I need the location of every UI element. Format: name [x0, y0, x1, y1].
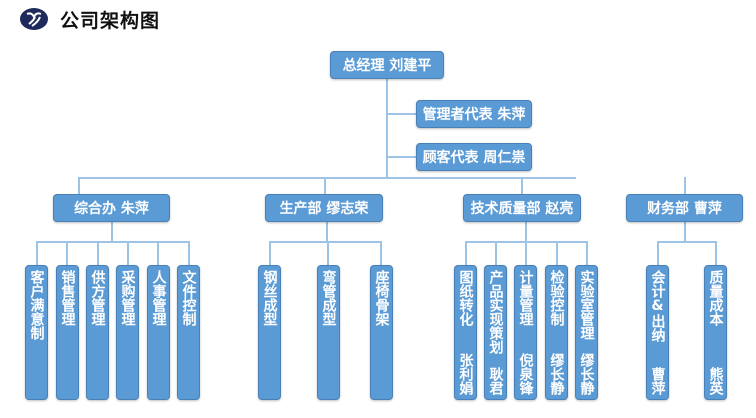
dept-label: 技术质量部 赵亮 [470, 201, 574, 217]
connector-dept-4 [684, 177, 686, 194]
unit-box[interactable]: 产品实现策划 耿君 [484, 265, 507, 400]
connector-dept-2 [324, 177, 326, 194]
assistant-label: 顾客代表 周仁祟 [422, 150, 526, 166]
unit-name: 弯管成型 [320, 270, 337, 326]
unit-box[interactable]: 图纸转化 张利娟 [454, 265, 477, 400]
unit-box[interactable]: 计量管理 倪泉锋 [514, 265, 537, 400]
connector-unit-stub [495, 241, 497, 265]
unit-box[interactable]: 实验室管理 缪长静 [575, 265, 598, 400]
connector-d4-bar [657, 241, 716, 243]
unit-name: 采购管理 [119, 270, 136, 326]
unit-owner: 耿君 [487, 367, 504, 395]
connector-unit-stub [556, 241, 558, 265]
assistant-label: 管理者代表 朱萍 [422, 107, 526, 123]
dept-label: 生产部 缪志荣 [279, 201, 369, 217]
connector-unit-stub [657, 241, 659, 265]
unit-box[interactable]: 采购管理 [116, 265, 139, 400]
assistant-box-management-rep[interactable]: 管理者代表 朱萍 [416, 100, 532, 128]
unit-name: 钢丝成型 [261, 270, 278, 326]
connector-d3-down [525, 221, 527, 242]
dept-label: 综合办 朱萍 [74, 201, 149, 217]
connector-unit-stub [380, 241, 382, 265]
dept-box-finance[interactable]: 财务部 曹萍 [626, 194, 743, 222]
unit-name: 图纸转化 [457, 270, 474, 326]
connector-unit-stub [157, 241, 159, 265]
unit-owner: 倪泉锋 [517, 353, 534, 395]
unit-name: 质量成本 [707, 270, 724, 326]
unit-box[interactable]: 销售管理 [56, 265, 79, 400]
connector-unit-stub [269, 241, 271, 265]
gm-box[interactable]: 总经理 刘建平 [330, 51, 444, 79]
connector-unit-stub [127, 241, 129, 265]
dept-box-tech-quality[interactable]: 技术质量部 赵亮 [463, 194, 581, 222]
unit-name: 人事管理 [150, 270, 167, 326]
page-title: 公司架构图 [60, 10, 161, 32]
unit-name: 计量管理 [517, 270, 534, 326]
connector-d1-bar [36, 241, 189, 243]
connector-dept-1 [78, 177, 80, 194]
connector-unit-stub [525, 241, 527, 265]
connector-unit-stub [715, 241, 717, 265]
connector-unit-stub [586, 241, 588, 265]
unit-owner: 缪长静 [578, 353, 595, 395]
unit-owner: 缪长静 [548, 353, 565, 395]
connector-unit-stub [36, 241, 38, 265]
unit-name: 实验室管理 [578, 270, 595, 340]
connector-d1-down [111, 221, 113, 242]
unit-name: 产品实现策划 [487, 270, 504, 354]
connector-d2-down [326, 221, 328, 242]
unit-box[interactable]: 弯管成型 [317, 265, 340, 400]
unit-owner: 熊英 [707, 367, 724, 395]
unit-name: 销售管理 [59, 270, 76, 326]
connector-unit-stub [66, 241, 68, 265]
connector-dept-3 [521, 177, 523, 194]
dept-label: 财务部 曹萍 [647, 201, 722, 217]
unit-name: 供方管理 [89, 270, 106, 326]
unit-name: 文件控制 [180, 270, 197, 326]
dept-box-production[interactable]: 生产部 缪志荣 [265, 194, 383, 222]
unit-name: 检验控制 [548, 270, 565, 326]
unit-box[interactable]: 文件控制 [177, 265, 200, 400]
unit-box[interactable]: 客户满意制 [25, 265, 48, 400]
unit-box[interactable]: 人事管理 [147, 265, 170, 400]
connector-d2-bar [269, 241, 382, 243]
assistant-box-customer-rep[interactable]: 顾客代表 周仁祟 [416, 143, 532, 171]
connector-assistant-2 [387, 156, 416, 158]
dept-box-general-office[interactable]: 综合办 朱萍 [53, 194, 170, 222]
unit-box[interactable]: 检验控制 缪长静 [545, 265, 568, 400]
connector-unit-stub [465, 241, 467, 265]
unit-box[interactable]: 供方管理 [86, 265, 109, 400]
connector-d4-down [684, 221, 686, 242]
unit-name: 客户满意制 [28, 270, 45, 340]
unit-name: 座椅骨架 [373, 270, 390, 326]
connector-assistant-1 [387, 113, 416, 115]
connector-gm-vertical [386, 79, 388, 178]
company-logo-icon [20, 8, 48, 30]
unit-owner: 张利娟 [457, 353, 474, 395]
connector-unit-stub [188, 241, 190, 265]
unit-box[interactable]: 座椅骨架 [370, 265, 393, 400]
unit-box[interactable]: 钢丝成型 [258, 265, 281, 400]
unit-box[interactable]: 会计&出纳 曹萍 [646, 265, 669, 400]
connector-unit-stub [327, 241, 329, 265]
gm-label: 总经理 刘建平 [342, 58, 432, 74]
unit-owner: 曹萍 [649, 367, 666, 395]
connector-unit-stub [97, 241, 99, 265]
unit-box[interactable]: 质量成本 熊英 [704, 265, 727, 400]
unit-name: 会计&出纳 [649, 270, 666, 342]
connector-dept-horizontal [78, 177, 576, 179]
